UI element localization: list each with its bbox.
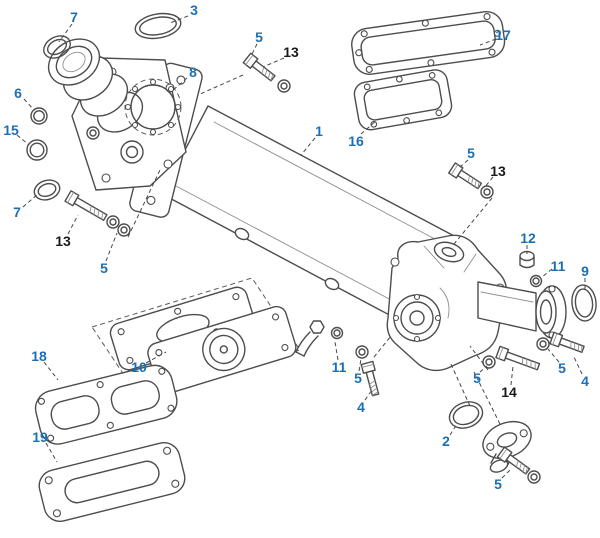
part-water-outlet-flange [482, 420, 532, 473]
part-bolt-right-4 [536, 331, 586, 356]
part-oring-7-lower [33, 179, 61, 201]
callout-16-9: 16 [348, 133, 364, 149]
part-gasket-16 [353, 69, 453, 131]
part-oring-15 [26, 139, 48, 161]
callout-10-18: 10 [131, 359, 147, 375]
part-oring-7-upper [43, 35, 71, 59]
callout-5-12: 5 [100, 260, 108, 276]
callout-8-4: 8 [189, 64, 197, 80]
part-washer-5-middle [355, 345, 369, 359]
leader-lines [16, 15, 586, 479]
callout-5-2: 5 [255, 29, 263, 45]
part-oring-2 [448, 401, 484, 429]
callout-14-25: 14 [501, 384, 517, 400]
callout-4-21: 4 [357, 399, 365, 415]
callout-7-0: 7 [70, 9, 78, 25]
callout-18-22: 18 [31, 348, 47, 364]
part-cover-plate-kit-10 [91, 277, 301, 400]
part-oring-6 [30, 107, 48, 125]
callout-7-10: 7 [13, 204, 21, 220]
callout-5-26: 5 [558, 360, 566, 376]
part-bolt-right-top-13 [448, 162, 494, 199]
part-spacer-plate-19 [38, 442, 186, 522]
callout-12-15: 12 [520, 230, 536, 246]
callout-15-6: 15 [3, 122, 19, 138]
callout-1-7: 1 [315, 123, 323, 139]
part-oring-11-right [529, 274, 543, 288]
callout-2-28: 2 [442, 433, 450, 449]
callout-5-13: 5 [467, 145, 475, 161]
callout-17-8: 17 [495, 27, 511, 43]
part-inlet-elbow-assembly [47, 38, 187, 191]
callout-11-16: 11 [550, 258, 566, 274]
part-water-connection-housing [386, 234, 567, 372]
callout-4-27: 4 [581, 373, 589, 389]
callout-5-20: 5 [354, 370, 362, 386]
part-oring-3 [134, 12, 182, 40]
callout-11-19: 11 [331, 359, 347, 375]
assembly-dashed-lines [127, 74, 501, 425]
callout-3-1: 3 [190, 2, 198, 18]
callout-9-17: 9 [581, 263, 589, 279]
callout-13-14: 13 [490, 163, 506, 179]
part-plug-12 [519, 250, 535, 269]
part-bolt-left-13 [64, 190, 131, 237]
callout-13-11: 13 [55, 233, 71, 249]
part-bolt-right-14 [482, 345, 542, 374]
part-gasket-17 [351, 11, 506, 75]
callout-6-5: 6 [14, 85, 22, 101]
part-gasket-18 [34, 364, 178, 445]
part-oring-9 [571, 284, 597, 322]
part-round-gasket-8 [124, 78, 182, 136]
callout-5-24: 5 [473, 370, 481, 386]
part-fitting-11-middle [295, 320, 344, 357]
callout-13-3: 13 [283, 44, 299, 60]
callout-5-29: 5 [494, 476, 502, 492]
callout-19-23: 19 [32, 429, 48, 445]
